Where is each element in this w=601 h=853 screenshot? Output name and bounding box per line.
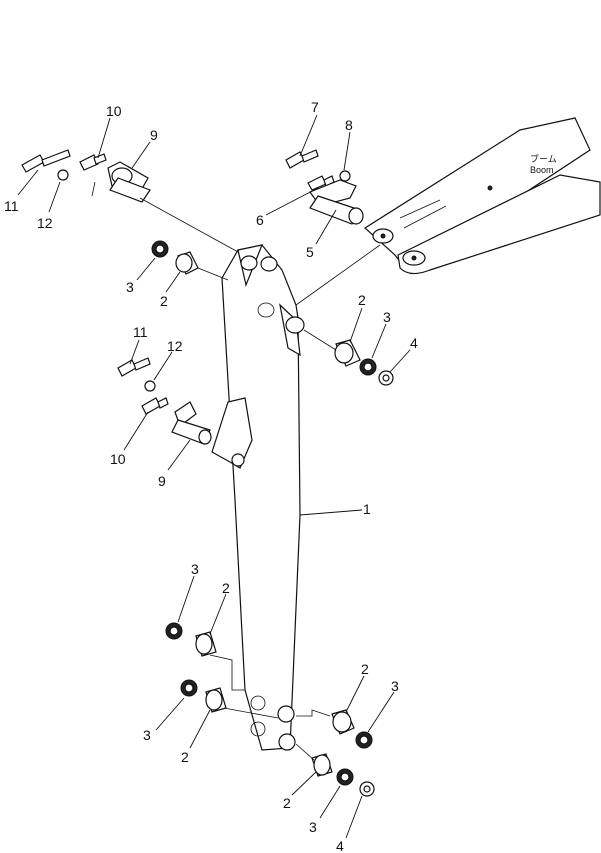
callout-5: 5: [306, 244, 314, 260]
callout-6: 6: [256, 212, 264, 228]
bushings-and-seals: [151, 240, 394, 797]
pin-assembly-boom: [285, 149, 364, 225]
callout-4: 4: [336, 838, 344, 853]
callout-10: 10: [106, 103, 122, 119]
callout-3: 3: [391, 678, 399, 694]
leader-lines: [17, 114, 411, 839]
callout-2: 2: [283, 795, 291, 811]
callout-4: 4: [410, 335, 418, 351]
callout-12: 12: [37, 215, 53, 231]
callout-2: 2: [160, 293, 168, 309]
pin-assembly-upper: [21, 149, 151, 203]
callout-12: 12: [167, 338, 183, 354]
callout-9: 9: [150, 127, 158, 143]
callout-11: 11: [133, 324, 148, 340]
callout-2: 2: [181, 749, 189, 765]
callout-8: 8: [345, 117, 353, 133]
callouts: 1 2 2 2 2 2 2 3 3 3 3 3 3 4 4 5 6 7 8 9 …: [4, 99, 418, 853]
callout-2: 2: [358, 292, 366, 308]
arm: [211, 244, 305, 751]
center-lines: [139, 197, 381, 761]
callout-7: 7: [311, 99, 319, 115]
boom-label-jp: ブーム: [530, 153, 557, 164]
callout-3: 3: [191, 561, 199, 577]
callout-3: 3: [126, 279, 134, 295]
boom: [364, 117, 601, 275]
callout-3: 3: [309, 819, 317, 835]
pin-assembly-middle: [117, 357, 212, 445]
callout-11: 11: [4, 198, 19, 214]
callout-1: 1: [363, 501, 371, 517]
callout-9: 9: [158, 473, 166, 489]
callout-2: 2: [361, 661, 369, 677]
callout-2: 2: [222, 580, 230, 596]
callout-3: 3: [143, 727, 151, 743]
callout-10: 10: [110, 451, 126, 467]
callout-3: 3: [383, 309, 391, 325]
boom-label-en: Boom: [530, 165, 554, 175]
